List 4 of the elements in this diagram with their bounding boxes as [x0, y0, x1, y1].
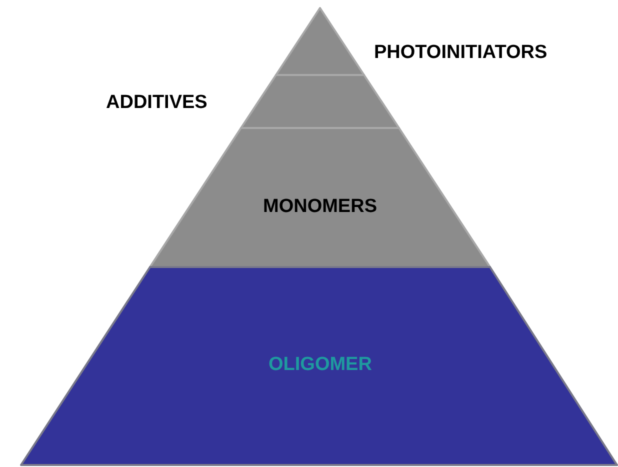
tier-label: PHOTOINITIATORS	[374, 42, 548, 64]
tier-label: ADDITIVES	[106, 92, 208, 114]
tier-label: MONOMERS	[263, 196, 377, 218]
tier-label: OLIGOMER	[268, 354, 372, 376]
